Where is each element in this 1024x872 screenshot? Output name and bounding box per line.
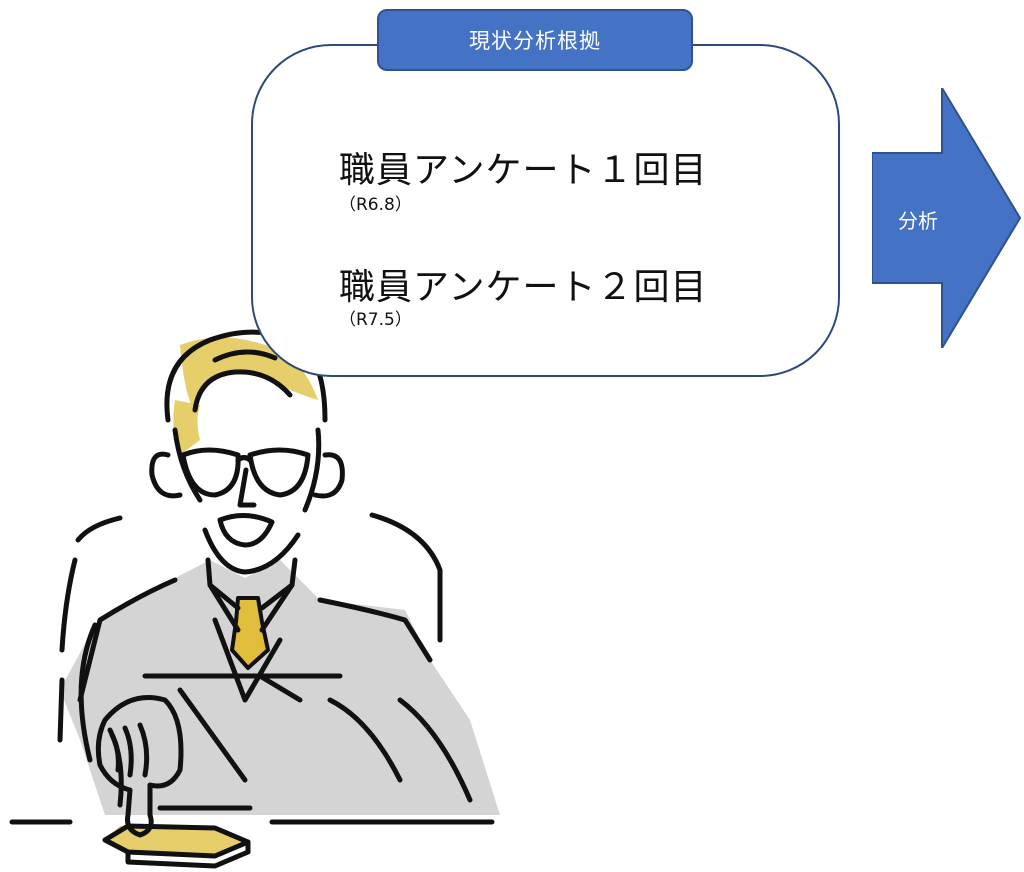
item-date-2: （R7.5） [339,310,412,330]
judge-illustration [9,329,500,869]
item-date-1: （R6.8） [339,195,412,215]
arrow-label: 分析 [872,201,964,237]
header-label: 現状分析根拠 [469,29,601,53]
right-arrow-icon [872,88,1022,348]
header-tab: 現状分析根拠 [377,9,693,71]
item-title-2: 職員アンケート２回目 [339,267,708,308]
hair-side [173,400,200,455]
analysis-basis-box [251,44,840,377]
arrow-label-text: 分析 [898,208,938,233]
item-title-1: 職員アンケート１回目 [339,150,708,191]
